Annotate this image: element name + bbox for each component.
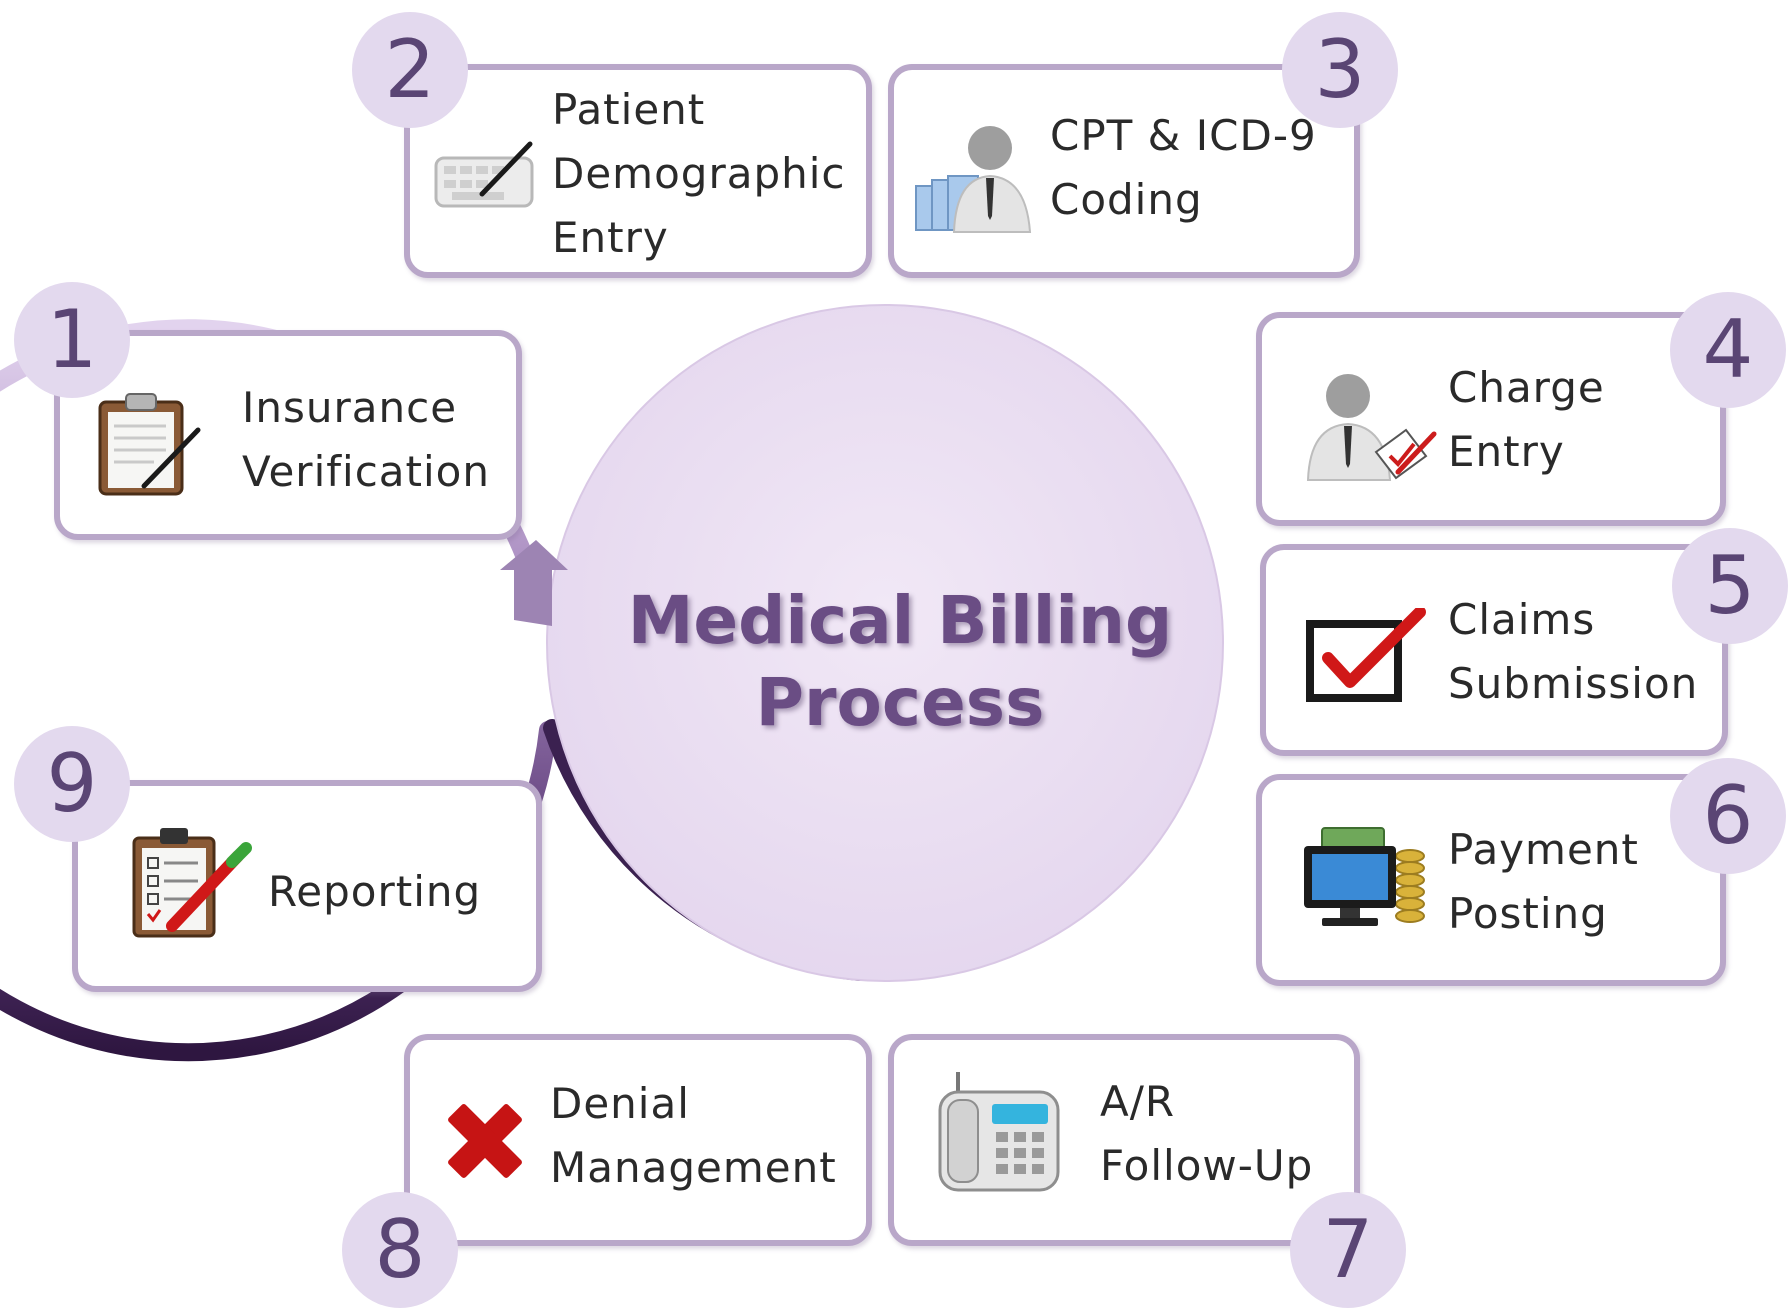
step-1-number: 1 (14, 282, 130, 398)
keyboard-pen-icon (434, 141, 534, 208)
step-9-number: 9 (14, 726, 130, 842)
telephone-icon (938, 1072, 1060, 1192)
step-4-number: 4 (1670, 292, 1786, 408)
person-checklist-icon (1306, 374, 1437, 481)
step-6-number: 6 (1670, 758, 1786, 874)
step-2-label: Patient Demographic Entry (552, 85, 846, 262)
checklist-clipboard-icon (132, 828, 252, 938)
cycle-arrow-icon (500, 540, 568, 626)
hub-title-line-2: Process (755, 664, 1045, 741)
step-4-label: Charge Entry (1448, 363, 1605, 476)
coder-folders-icon (915, 126, 1032, 233)
step-7-number: 7 (1290, 1192, 1406, 1308)
red-x-icon (448, 1104, 522, 1178)
step-7-label: A/R Follow-Up (1100, 1077, 1314, 1190)
hub-disc (546, 304, 1224, 982)
step-5-label: Claims Submission (1448, 595, 1699, 708)
computer-money-icon (1304, 827, 1425, 926)
step-5-number: 5 (1672, 528, 1788, 644)
step-6-label: Payment Posting (1448, 825, 1639, 938)
hub-title-line-1: Medical Billing (627, 582, 1173, 659)
step-3-label: CPT & ICD-9 Coding (1050, 111, 1317, 224)
clipboard-pen-icon (98, 393, 201, 496)
step-cpt-icd9-coding (888, 64, 1360, 278)
step-9-label: Reporting (268, 867, 482, 916)
checkbox-check-icon (1306, 608, 1426, 702)
step-patient-demographic-entry (404, 64, 872, 278)
step-8-number: 8 (342, 1192, 458, 1308)
step-8-label: Denial Management (550, 1079, 837, 1192)
step-charge-entry (1256, 312, 1726, 526)
step-2-number: 2 (352, 12, 468, 128)
step-3-number: 3 (1282, 12, 1398, 128)
step-1-label: Insurance Verification (242, 383, 490, 496)
hub-title: Medical Billing Process (560, 580, 1240, 744)
